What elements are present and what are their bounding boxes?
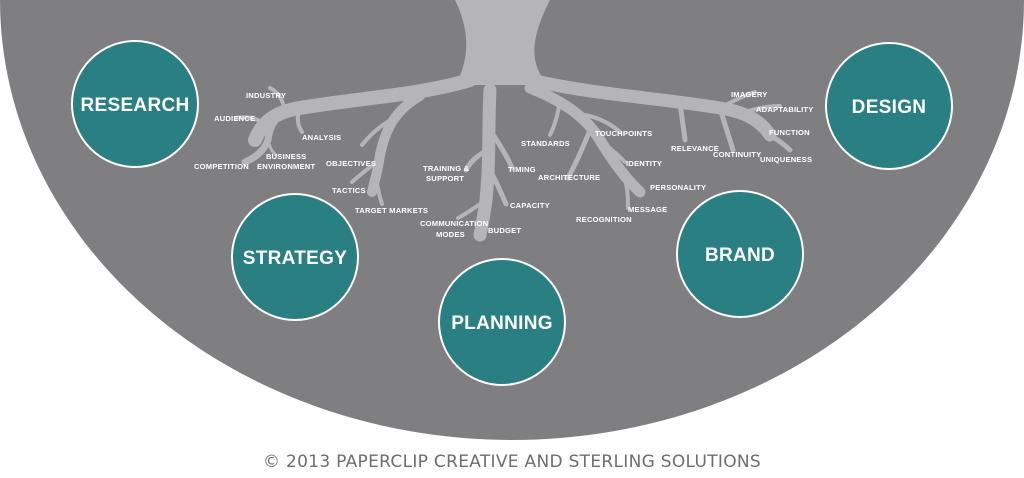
- label-adaptability: ADAPTABILITY: [756, 105, 814, 114]
- label-recognition: RECOGNITION: [576, 215, 632, 224]
- root-left-audience: [234, 115, 264, 124]
- label-environment: ENVIRONMENT: [257, 162, 315, 171]
- brand-node: BRAND: [676, 190, 804, 318]
- root-left-business: [266, 138, 278, 157]
- planning-label: PLANNING: [451, 313, 553, 334]
- planning-node: PLANNING: [438, 258, 566, 386]
- label-business: BUSINESS: [266, 152, 306, 161]
- root-brand-message: [623, 176, 630, 210]
- label-architecture: ARCHITECTURE: [538, 173, 600, 182]
- root-brand-standards: [548, 98, 562, 137]
- root-planning-timing: [487, 127, 515, 171]
- root-design-continuity: [717, 105, 736, 153]
- label-industry: INDUSTRY: [246, 91, 286, 100]
- root-left-analysis: [295, 106, 304, 134]
- label-function: FUNCTION: [769, 128, 810, 137]
- root-left-industry: [268, 86, 287, 112]
- strategy-node: STRATEGY: [231, 193, 359, 321]
- root-strategy-objectives: [360, 116, 397, 147]
- design-label: DESIGN: [852, 97, 927, 118]
- root-design-adapt: [743, 104, 782, 114]
- root-strategy-tactics: [350, 158, 382, 184]
- trunk: [455, 0, 550, 85]
- label-identity: IDENTITY: [626, 159, 662, 168]
- label-uniqueness: UNIQUENESS: [760, 155, 812, 164]
- research-node: RESEARCH: [71, 40, 199, 168]
- label-communication: COMMUNICATION: [420, 219, 488, 228]
- soil-semicircle: [0, 0, 1024, 440]
- label-capacity: CAPACITY: [510, 201, 550, 210]
- root-brand-touchpoints: [583, 113, 622, 134]
- root-design-relevance: [677, 99, 688, 143]
- brand-label: BRAND: [705, 245, 775, 266]
- root-planning-capacity: [487, 167, 509, 207]
- label-timing: TIMING: [508, 165, 536, 174]
- root-brand-architecture: [565, 127, 593, 181]
- label-relevance: RELEVANCE: [671, 144, 719, 153]
- root-main-left: [248, 73, 477, 147]
- design-node: DESIGN: [825, 42, 953, 170]
- root-planning-training: [463, 147, 491, 173]
- label-continuity: CONTINUITY: [713, 150, 761, 159]
- label-personality: PERSONALITY: [650, 183, 706, 192]
- label-imagery: IMAGERY: [731, 90, 768, 99]
- label-target-markets: TARGET MARKETS: [355, 206, 428, 215]
- label-objectives: OBJECTIVES: [326, 159, 376, 168]
- research-label: RESEARCH: [80, 95, 189, 116]
- label-message: MESSAGE: [628, 205, 667, 214]
- label-touchpoints: TOUCHPOINTS: [595, 129, 652, 138]
- root-strategy-target: [374, 176, 384, 206]
- tree-roots: [234, 0, 793, 242]
- label-analysis: ANALYSIS: [302, 133, 341, 142]
- label-tactics: TACTICS: [332, 186, 366, 195]
- strategy-label: STRATEGY: [243, 248, 347, 269]
- label-competition: COMPETITION: [194, 162, 249, 171]
- label-support: SUPPORT: [426, 174, 464, 183]
- root-planning-comm: [456, 198, 488, 220]
- label-audience: AUDIENCE: [214, 114, 255, 123]
- label-training: TRAINING &: [423, 164, 470, 173]
- label-modes: MODES: [436, 230, 465, 239]
- root-labels: INDUSTRY AUDIENCE ANALYSIS BUSINESS ENVI…: [194, 90, 814, 239]
- label-budget: BUDGET: [488, 226, 521, 235]
- root-brand-identity: [598, 138, 627, 164]
- label-standards: STANDARDS: [521, 139, 570, 148]
- root-design-function: [767, 132, 793, 153]
- root-planning: [473, 83, 497, 242]
- root-main-right: [533, 75, 777, 142]
- copyright-footer: © 2013 PAPERCLIP CREATIVE AND STERLING S…: [262, 452, 761, 472]
- root-design-imagery: [718, 90, 757, 110]
